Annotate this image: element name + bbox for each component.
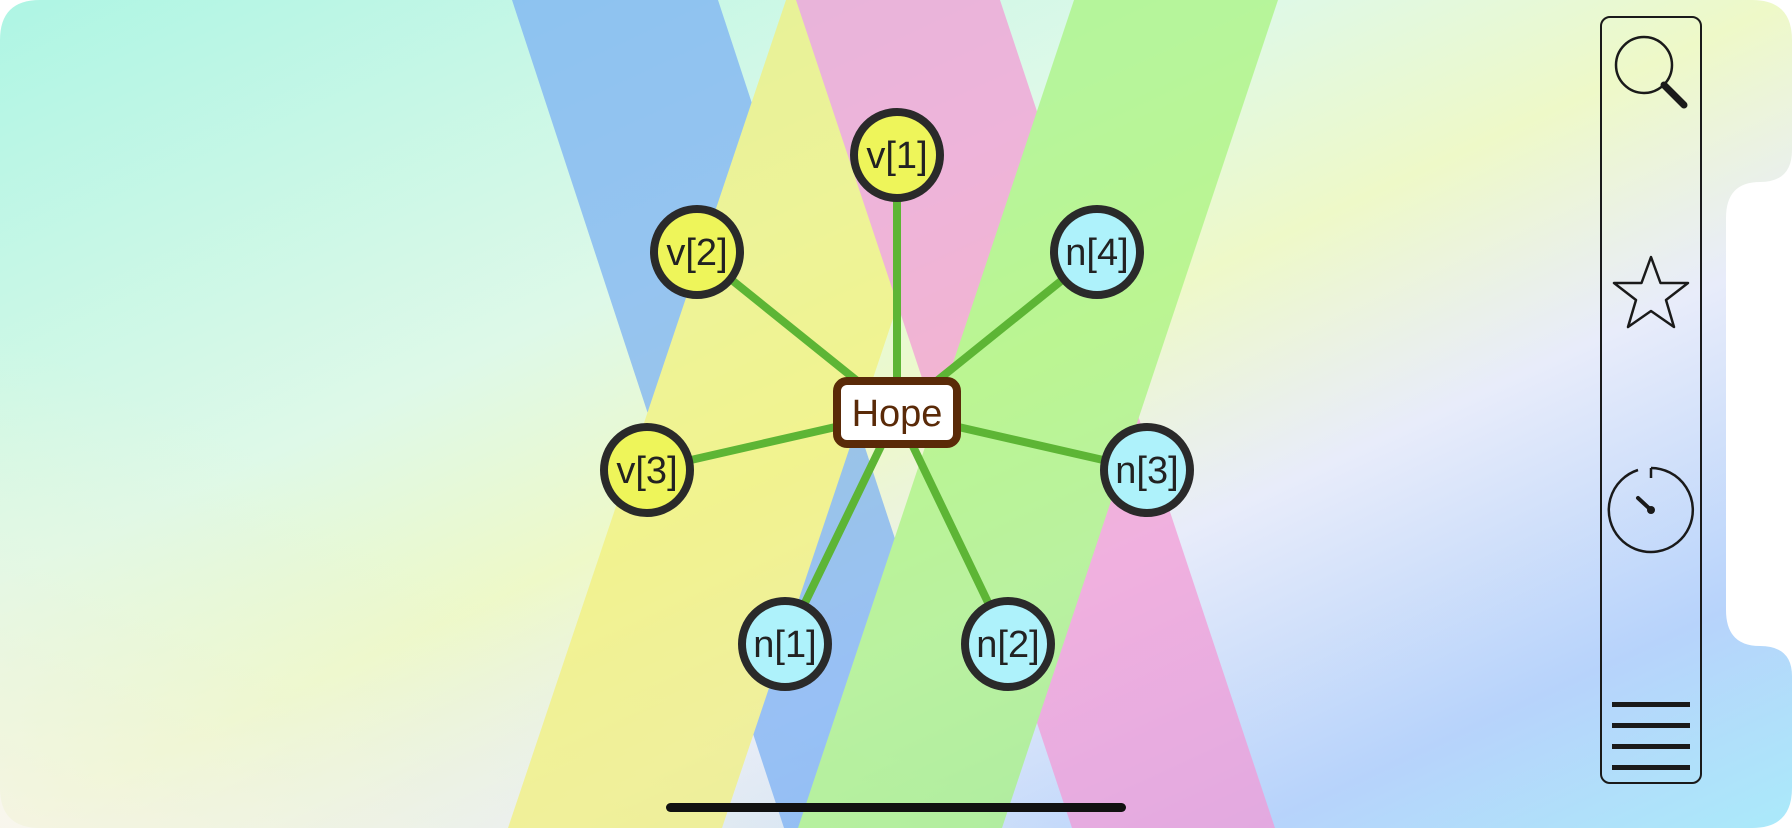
graph-node[interactable]: v[3]	[600, 423, 694, 517]
graph-node[interactable]: n[3]	[1100, 423, 1194, 517]
search-icon	[1614, 35, 1688, 109]
menu-button[interactable]	[1602, 694, 1700, 774]
graph-node[interactable]: n[2]	[961, 597, 1055, 691]
graph-node[interactable]: n[1]	[738, 597, 832, 691]
timer-button[interactable]	[1602, 464, 1700, 556]
center-node-box	[833, 377, 961, 448]
graph-node[interactable]: v[1]	[850, 108, 944, 202]
graph-node-circle	[650, 205, 744, 299]
graph-node-circle	[600, 423, 694, 517]
graph-node-label: n[2]	[976, 624, 1039, 666]
graph-node-label: n[4]	[1065, 232, 1128, 274]
graph-node-label: n[3]	[1115, 450, 1178, 492]
search-button[interactable]	[1602, 26, 1700, 118]
graph-node-circle	[1100, 423, 1194, 517]
graph-nodes: v[1] v[2] v[3] n[4] n[3] n[1] n[2]	[600, 108, 1194, 691]
graph-node-circle	[850, 108, 944, 202]
graph-node-label: v[3]	[616, 450, 677, 492]
center-node[interactable]: Hope	[833, 377, 961, 448]
graph-node[interactable]: v[2]	[650, 205, 744, 299]
home-indicator	[666, 803, 1126, 812]
center-node-label: Hope	[852, 393, 943, 435]
star-icon	[1612, 255, 1690, 329]
graph-node-label: n[1]	[753, 624, 816, 666]
graph-node-label: v[2]	[666, 232, 727, 274]
side-toolbar	[1600, 16, 1702, 784]
menu-icon	[1612, 702, 1690, 770]
graph-node-circle	[738, 597, 832, 691]
timer-icon	[1607, 466, 1695, 554]
color-bands	[508, 0, 1278, 828]
graph-node-label: v[1]	[866, 135, 927, 177]
favorite-button[interactable]	[1602, 248, 1700, 340]
band-green	[798, 0, 1278, 828]
graph-node[interactable]: n[4]	[1050, 205, 1144, 299]
graph-node-circle	[961, 597, 1055, 691]
graph-node-circle	[1050, 205, 1144, 299]
